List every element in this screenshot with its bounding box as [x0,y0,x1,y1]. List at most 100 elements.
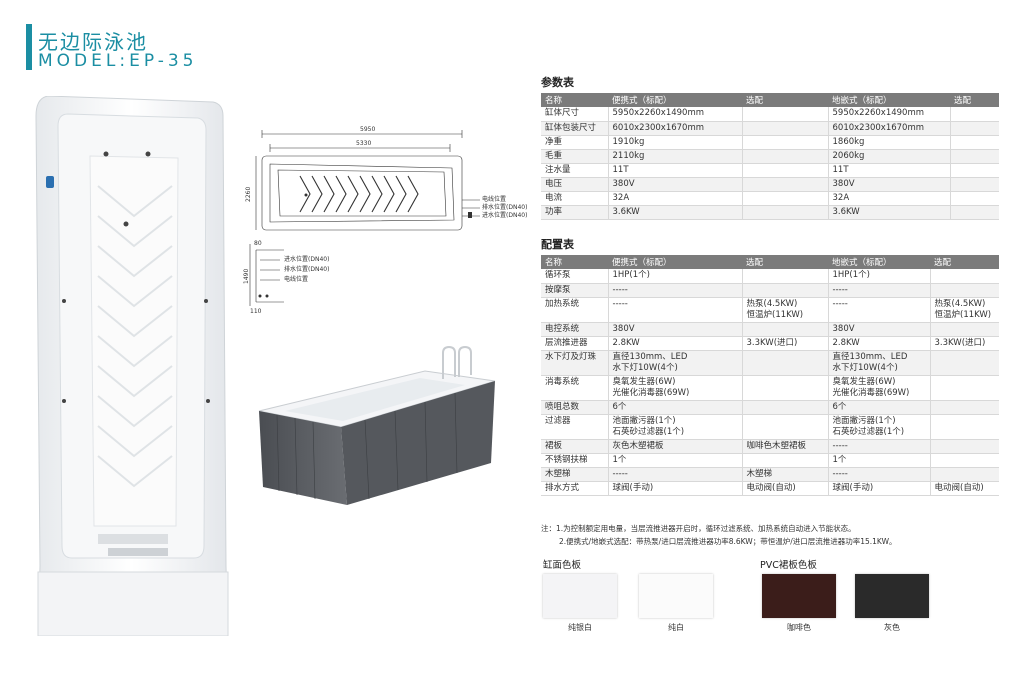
table-cell: 注水量 [541,163,608,178]
table-cell: 裙板 [541,439,608,454]
table-cell [741,375,828,401]
table-cell [741,350,828,376]
config-section-title: 配置表 [541,238,574,251]
table-cell: 11T [827,163,950,178]
table-row: 过滤器池面撇污器(1个) 石英砂过滤器(1个)池面撇污器(1个) 石英砂过滤器(… [541,414,999,440]
table-cell: 毛重 [541,149,608,164]
table-cell [741,269,828,284]
table-cell: 水下灯及灯珠 [541,350,608,376]
config-header-optional: 选配 [742,255,828,269]
table-cell: 热泵(4.5KW) 恒温炉(11KW) [929,297,999,323]
table-cell: 过滤器 [541,414,608,440]
dim-height: 1490 [243,269,250,284]
note-1: 注：1.为控制额定用电量，当层流推进器开启时，循环过滤系统、加热系统自动进入节能… [541,524,856,533]
table-cell: 电压 [541,177,608,192]
config-header-optional-2: 选配 [930,255,999,269]
table-cell: 缸体包装尺寸 [541,121,608,136]
table-cell: 6010x2300x1670mm [827,121,950,136]
swatch-silver-white [543,574,617,618]
table-cell [949,191,999,206]
table-cell: ----- [827,439,930,454]
table-cell: 电动阀(自动) [741,481,828,496]
table-cell [949,107,999,122]
table-cell: 加热系统 [541,297,608,323]
dim-inner-length: 5330 [356,140,371,147]
table-cell: 3.3KW(进口) [929,336,999,351]
pvc-swatch-title: PVC裙板色板 [760,560,817,571]
table-cell: 380V [827,177,950,192]
tub-top-view-image [35,96,229,636]
table-cell: 电动阀(自动) [929,481,999,496]
dim-small-bottom: 110 [250,308,262,315]
table-cell: 5950x2260x1490mm [607,107,742,122]
table-cell [929,467,999,482]
side-label-wire: 电线位置 [284,275,308,283]
params-section-title: 参数表 [541,76,574,89]
table-cell [741,283,828,298]
table-cell: 木塑梯 [741,467,828,482]
table-cell: 池面撇污器(1个) 石英砂过滤器(1个) [607,414,742,440]
table-cell [949,163,999,178]
pool-3d-image [258,345,496,505]
side-label-inlet: 进水位置(DN40) [284,255,329,263]
table-cell [929,375,999,401]
params-header-row: 名称 便携式（标配） 选配 地嵌式（标配） 选配 [541,93,999,107]
table-cell: 6个 [607,400,742,415]
dim-total-length: 5950 [360,126,375,133]
table-cell [929,414,999,440]
table-cell: 5950x2260x1490mm [827,107,950,122]
top-label-inlet: 进水位置(DN40) [482,211,527,219]
table-cell: 热泵(4.5KW) 恒温炉(11KW) [741,297,828,323]
notes: 注：1.为控制额定用电量，当层流推进器开启时，循环过滤系统、加热系统自动进入节能… [541,522,897,548]
table-cell [741,400,828,415]
title-accent-bar [26,24,32,70]
table-cell [741,453,828,468]
config-header-name: 名称 [541,255,608,269]
swatch-label-coffee: 咖啡色 [787,623,811,632]
table-row: 排水方式球阀(手动)电动阀(自动)球阀(手动)电动阀(自动) [541,481,999,496]
dim-small-top: 80 [254,240,262,247]
table-cell: 11T [607,163,742,178]
table-cell [741,107,828,122]
note-2: 2.便携式/地嵌式选配：带热泵/进口层流推进器功率8.6KW；带恒温炉/进口层流… [559,537,897,546]
swatch-label-pure-white: 纯白 [668,623,684,632]
table-cell: 咖啡色木塑裙板 [741,439,828,454]
table-cell [741,149,828,164]
table-row: 水下灯及灯珠直径130mm、LED 水下灯10W(4个)直径130mm、LED … [541,350,999,376]
table-cell: 1个 [827,453,930,468]
table-row: 按摩泵---------- [541,283,999,298]
table-cell: 2110kg [607,149,742,164]
top-label-drain: 排水位置(DN40) [482,203,527,211]
table-cell: 球阀(手动) [827,481,930,496]
table-cell: 直径130mm、LED 水下灯10W(4个) [827,350,930,376]
table-cell: 消毒系统 [541,375,608,401]
table-cell [741,191,828,206]
table-cell [929,400,999,415]
table-cell: 380V [827,322,930,337]
table-cell: 木塑梯 [541,467,608,482]
tub-swatch-title: 缸面色板 [543,560,582,571]
table-cell [929,439,999,454]
table-cell: ----- [827,283,930,298]
table-cell: 灰色木塑裙板 [607,439,742,454]
table-cell: 排水方式 [541,481,608,496]
table-cell: 2.8KW [827,336,930,351]
table-cell: 层流推进器 [541,336,608,351]
table-cell: 2.8KW [607,336,742,351]
table-cell: 1860kg [827,135,950,150]
table-cell [949,121,999,136]
table-cell [929,453,999,468]
table-cell [741,414,828,440]
config-header-embedded: 地嵌式（标配） [828,255,930,269]
table-cell: 6个 [827,400,930,415]
table-cell: 380V [607,322,742,337]
table-cell: ----- [827,467,930,482]
